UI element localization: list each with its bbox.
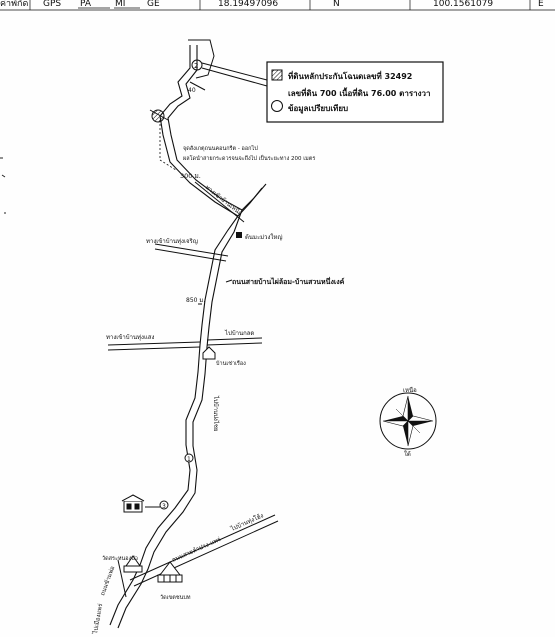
coord-label: ค่าพิกัด: [0, 0, 29, 9]
ge-label: GE: [147, 0, 160, 9]
note-leader: [159, 120, 177, 171]
edge-marks: [0, 157, 6, 214]
distance-850-label: 850 ม.: [186, 297, 205, 304]
road-diag-label: ทางเข้าบ้านเหนือ: [204, 183, 245, 217]
legend-compare-text: ข้อมูลเปรียบเทียบ: [288, 103, 348, 114]
main-road: [109, 45, 267, 629]
road-right-label: ไปบ้านกลด: [224, 329, 254, 337]
marker-b-icon: [184, 453, 194, 463]
temple-1-label: วัดสระหนองบัว: [102, 555, 138, 562]
tree-icon: [149, 109, 169, 123]
legend-detail-text: เลขที่ดิน 700 เนื้อที่ดิน 76.00 ตารางวา: [288, 87, 431, 98]
landmark-icon: [236, 232, 242, 238]
main-road-pointer: [225, 279, 233, 283]
note-line-1: จุดสังเกตุถนนคอนกรีต - ออกไป: [183, 145, 258, 152]
compare-symbol: [271, 100, 283, 112]
latitude-value: 18.19497096: [218, 0, 279, 9]
header-lines: [0, 0, 555, 11]
longitude-direction: E: [538, 0, 544, 9]
road-bottom-left-label: ถนนข้ามพ่อ: [99, 565, 116, 597]
crossroad: [107, 337, 263, 351]
house-label: บ้านเช่าเรือง: [216, 360, 246, 367]
temple-icon-2: [157, 561, 183, 583]
pa-label: PA: [80, 0, 92, 9]
distance-40-label: 40: [188, 87, 196, 94]
mi-label: MI: [115, 0, 126, 9]
landmark-label: ต้นมะม่วงใหญ่: [245, 233, 282, 241]
side-road-diagonal: [194, 181, 245, 223]
side-road-left-1: [154, 243, 229, 262]
lower-diagonal-road: [129, 514, 279, 587]
building-icon: [121, 494, 145, 513]
marker-b-label: 1: [187, 456, 191, 463]
bottom-left-road: [117, 559, 127, 598]
legend-parcel-text: ที่ดินหลักประกันโฉนดเลขที่ 32492: [288, 70, 412, 81]
compass-rose-icon: [379, 392, 437, 450]
legend-box: [266, 61, 444, 123]
road-left-2-label: ทางเข้าบ้านทุ่งแสง: [106, 334, 154, 341]
marker-c-label: 3: [162, 503, 166, 510]
road-bottom-label: ไปเมืองแพร่: [91, 602, 104, 635]
road-left-1-label: ทางเข้าบ้านทุ่งเจริญ: [146, 238, 198, 245]
parcel-area: [188, 39, 268, 91]
main-road-label: ถนนสายบ้านไผ่ล้อม-บ้านสวนหนึ่งเงค์: [232, 276, 345, 286]
marker-c-icon: [159, 500, 169, 510]
house-icon: [202, 346, 216, 360]
latitude-direction: N: [333, 0, 340, 9]
temple-icon-1: [123, 555, 143, 573]
temple-2-label: วัดเขตชนบท: [160, 594, 191, 601]
longitude-value: 100.1561079: [433, 0, 494, 9]
note-line-2: ผลโดนำสายกระดวรจนจะถึงไป เป็นระยะทาง 200…: [183, 154, 315, 162]
parcel-symbol: [271, 69, 283, 81]
distance-300-label: 300 ม.: [180, 172, 201, 180]
compass-north-label: เหนือ: [403, 386, 417, 394]
compass-south-label: ใต้: [404, 450, 411, 458]
gps-label: GPS: [43, 0, 62, 9]
marker-a-label: 2: [194, 62, 198, 70]
road-vertical-label: ไปบ้านปงไชย: [212, 395, 220, 431]
